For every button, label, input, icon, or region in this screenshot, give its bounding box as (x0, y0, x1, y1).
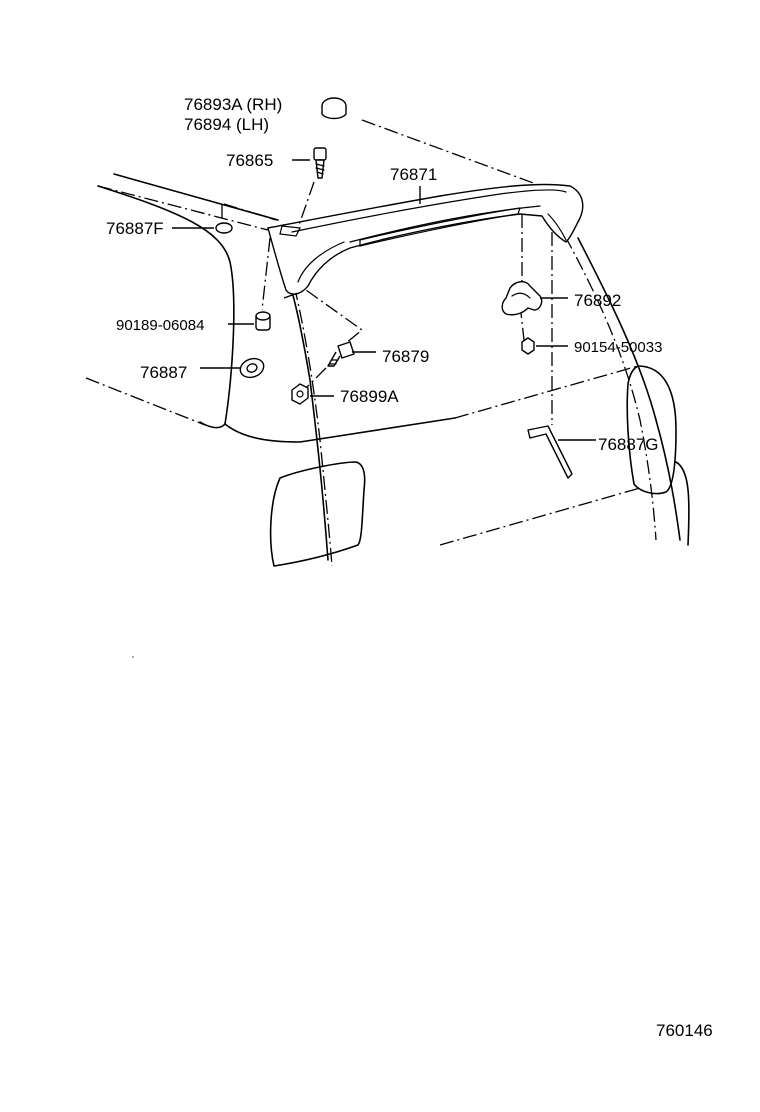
cap-part (321, 97, 347, 120)
callout-labels: 76893A (RH) 76894 (LH) 76865 76871 76887… (106, 95, 662, 454)
label-grommet: 76887 (140, 363, 187, 382)
label-plug-f: 76887F (106, 219, 164, 238)
label-stud: 76879 (382, 347, 429, 366)
rod-part (527, 425, 573, 479)
nut-part (291, 383, 309, 405)
diagram-id: 760146 (656, 1021, 713, 1040)
bracket-part (501, 281, 543, 316)
label-bolt-side: 90189-06084 (116, 317, 204, 334)
small-parts (215, 97, 573, 479)
label-screw: 90154-50033 (574, 339, 662, 356)
bolt-side-part (255, 311, 271, 331)
bolt-top-part (313, 147, 327, 179)
screw-part (521, 337, 535, 355)
grommet-part (239, 357, 265, 379)
assembly-lines (221, 119, 553, 425)
leader-lines (172, 159, 596, 441)
label-nut: 76899A (340, 387, 399, 406)
speck-mark (132, 656, 134, 658)
spoiler-part (267, 183, 584, 295)
label-spoiler: 76871 (390, 165, 437, 184)
label-bracket: 76892 (574, 291, 621, 310)
label-bolt-top: 76865 (226, 151, 273, 170)
stud-part (327, 341, 355, 367)
plug-f-part (215, 222, 233, 234)
label-cap-rh: 76893A (RH) (184, 95, 282, 114)
label-cap-lh: 76894 (LH) (184, 115, 269, 134)
label-rod: 76887G (598, 435, 659, 454)
